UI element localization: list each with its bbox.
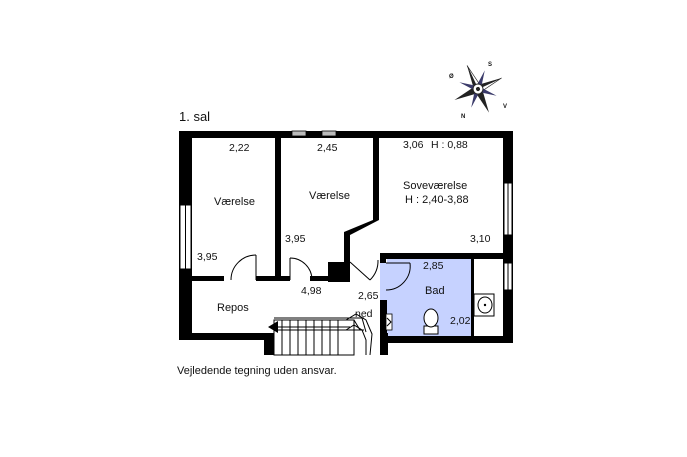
bad-width: 2,85	[423, 260, 444, 272]
compass-o-label: Ø	[449, 74, 454, 80]
bad-name: Bad	[425, 285, 445, 297]
sovevaerelse-name: Soveværelse	[403, 180, 467, 192]
window-right-lower	[503, 262, 513, 291]
vaerelse-mid-depth: 3,95	[285, 233, 306, 245]
repos-depth: 2,65	[358, 290, 379, 302]
compass-rose-icon	[454, 65, 502, 113]
vaerelse-left-depth: 3,95	[197, 251, 218, 263]
door-left-room	[230, 254, 257, 281]
disclaimer-text: Vejledende tegning uden ansvar.	[177, 365, 337, 377]
window-right-upper	[503, 182, 513, 236]
window-left	[179, 204, 192, 270]
sovevaerelse-depth: 3,10	[470, 233, 491, 245]
vaerelse-left-name: Værelse	[214, 196, 255, 208]
skylights	[291, 130, 337, 137]
compass-v-label: V	[503, 104, 507, 110]
repos-width: 4,98	[301, 285, 322, 297]
sovevaerelse-height-top: H : 0,88	[431, 139, 468, 151]
stairs-label: ned	[355, 308, 373, 320]
repos-name: Repos	[217, 302, 249, 314]
compass-s-label: S	[488, 62, 492, 68]
vaerelse-left-width: 2,22	[229, 142, 250, 154]
toilet-icon	[423, 308, 439, 335]
sink-icon	[473, 293, 495, 317]
floor-label: 1. sal	[179, 109, 210, 124]
vaerelse-mid-width: 2,45	[317, 142, 338, 154]
vaerelse-mid-name: Værelse	[309, 190, 350, 202]
compass-n-label: N	[461, 114, 465, 120]
shower-drain-icon	[385, 313, 393, 331]
sovevaerelse-height-note: H : 2,40-3,88	[405, 194, 469, 206]
interior-walls	[192, 138, 513, 340]
sovevaerelse-width: 3,06	[403, 139, 424, 151]
staircase	[268, 313, 373, 356]
door-bedroom	[349, 259, 379, 281]
door-bathroom	[385, 262, 411, 291]
door-mid-room	[289, 257, 313, 281]
bad-depth: 2,02	[450, 315, 471, 327]
